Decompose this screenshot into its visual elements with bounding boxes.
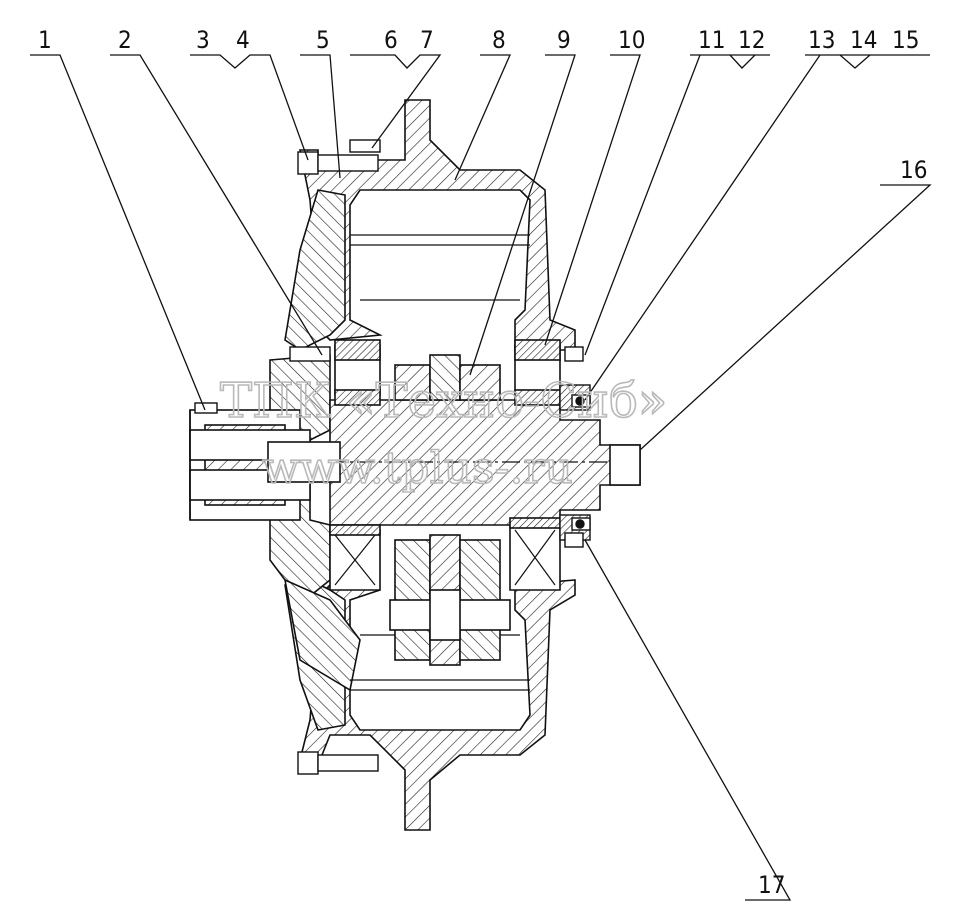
callout-12: 12 (738, 26, 765, 54)
watermark-company: ТПК «Техно-Сиб» (220, 373, 667, 429)
leader-lines (30, 54, 932, 901)
watermark: ТПК «Техно-Сиб» www.tplus-.ru (219, 372, 668, 495)
callout-9: 9 (557, 26, 571, 54)
callout-15: 15 (892, 26, 919, 54)
callout-17: 17 (758, 871, 785, 899)
callout-8: 8 (492, 26, 506, 54)
bolts (194, 139, 584, 775)
callout-numbers: 1 2 3 4 5 6 7 8 9 10 11 12 13 14 15 16 1… (38, 26, 927, 899)
callout-4: 4 (236, 26, 250, 54)
bearings (329, 339, 561, 591)
callout-1: 1 (38, 26, 52, 54)
callout-11: 11 (698, 26, 725, 54)
callout-14: 14 (850, 26, 877, 54)
watermark-url: www.tplus-.ru (262, 443, 573, 494)
callout-10: 10 (618, 26, 645, 54)
callout-7: 7 (420, 26, 434, 54)
callout-6: 6 (384, 26, 398, 54)
main-shaft (267, 399, 641, 526)
callout-16: 16 (900, 156, 927, 184)
gears (389, 354, 511, 666)
callout-5: 5 (316, 26, 330, 54)
callout-13: 13 (808, 26, 835, 54)
callout-2: 2 (118, 26, 132, 54)
callout-3: 3 (196, 26, 210, 54)
